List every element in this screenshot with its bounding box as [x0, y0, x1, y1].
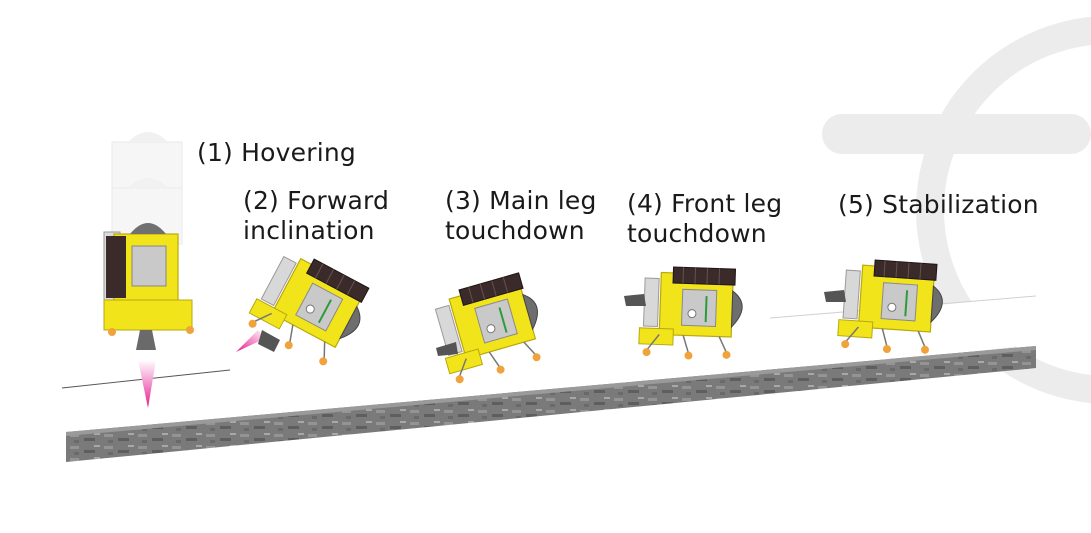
step-label-line: (3) Main leg	[445, 186, 597, 215]
step-label-main-leg-touchdown: (3) Main leg touchdown	[445, 186, 597, 246]
step-label-line: touchdown	[445, 216, 585, 245]
step-label-line: (2) Forward	[243, 186, 390, 215]
lander-forward-inclination	[241, 243, 377, 375]
step-label-line: inclination	[243, 216, 375, 245]
step-label-line: (5) Stabilization	[838, 190, 1039, 219]
watermark-logo	[822, 16, 1091, 404]
lander-hovering	[103, 223, 194, 350]
step-label-hovering: (1) Hovering	[197, 138, 356, 168]
thruster-nozzle	[824, 290, 846, 302]
step-label-forward-inclination: (2) Forward inclination	[243, 186, 389, 246]
lunar-surface	[61, 295, 1037, 462]
step-label-line: touchdown	[627, 219, 767, 248]
thruster-flame-icon	[236, 330, 266, 352]
step-label-line: (1) Hovering	[197, 138, 356, 167]
step-label-stabilization: (5) Stabilization	[838, 190, 1039, 220]
thruster-nozzle	[436, 342, 458, 356]
thruster-flame-icon	[138, 360, 156, 408]
thruster-nozzle	[258, 330, 280, 352]
step-label-front-leg-touchdown: (4) Front leg touchdown	[627, 189, 782, 249]
step-label-line: (4) Front leg	[627, 189, 783, 218]
thruster-nozzle	[624, 294, 646, 306]
